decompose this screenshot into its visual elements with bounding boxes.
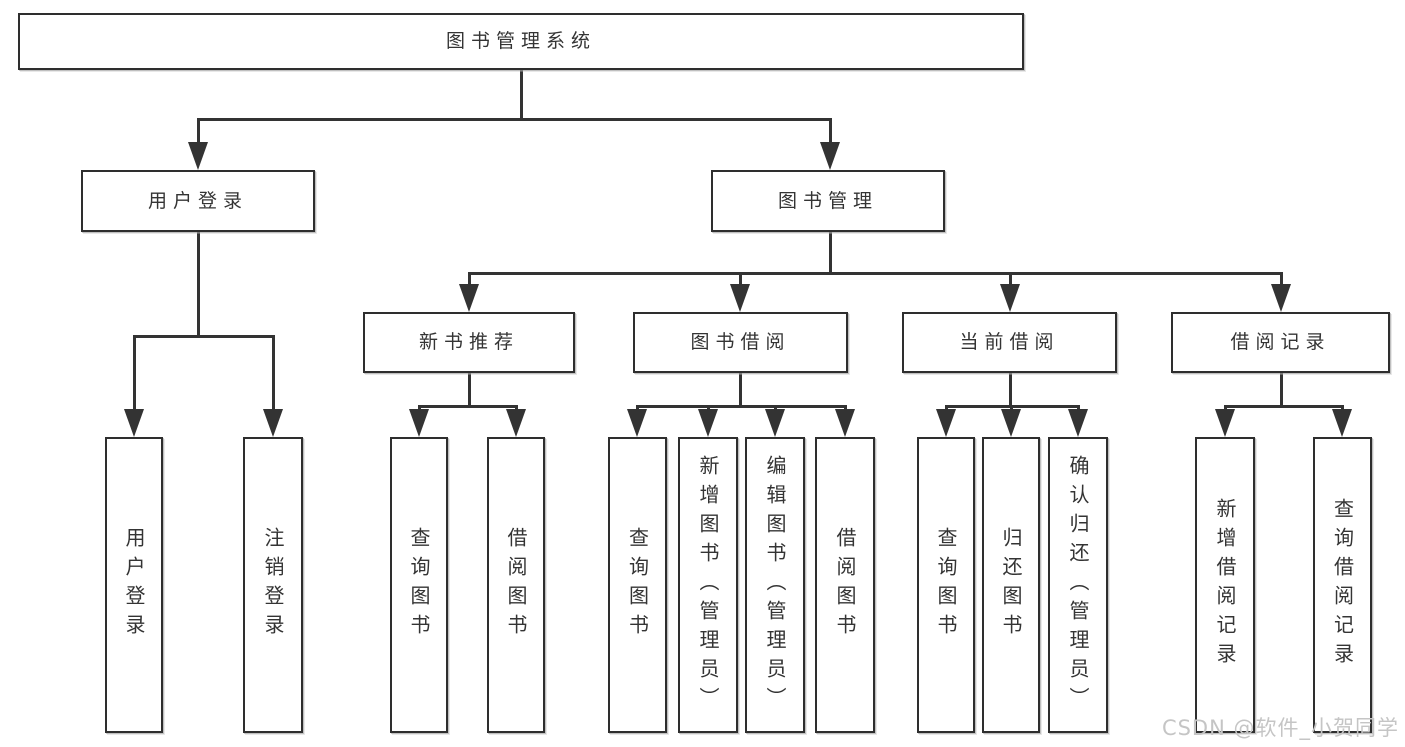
connector-line: [271, 335, 275, 413]
connector-line: [1008, 373, 1012, 408]
connector-line: [828, 118, 832, 146]
node-label-query-books-recommend: 查询图书: [407, 527, 431, 643]
arrowhead-down-icon: [1068, 409, 1088, 437]
node-user-login-leaf: 用户登录: [105, 437, 163, 733]
connector-line: [196, 118, 832, 121]
connector-line: [196, 118, 200, 146]
node-query-borrow-record: 查询借阅记录: [1313, 437, 1372, 733]
node-label-borrow-books-recommend: 借阅图书: [504, 527, 528, 643]
arrowhead-down-icon: [820, 142, 840, 170]
node-query-books-current: 查询图书: [917, 437, 975, 733]
arrowhead-down-icon: [188, 142, 208, 170]
arrowhead-down-icon: [698, 409, 718, 437]
node-label-user-login-group: 用户登录: [147, 189, 248, 212]
node-label-current-borrowing: 当前借阅: [959, 331, 1060, 353]
arrowhead-down-icon: [263, 409, 283, 437]
node-label-new-book-recommend: 新书推荐: [418, 331, 519, 353]
node-add-borrow-record: 新增借阅记录: [1195, 437, 1255, 733]
node-book-borrowing: 图书借阅: [633, 312, 848, 373]
connector-line: [467, 373, 471, 408]
arrowhead-down-icon: [124, 409, 144, 437]
arrowhead-down-icon: [1271, 284, 1291, 312]
node-book-management: 图书管理: [711, 170, 945, 232]
node-user-login-group: 用户登录: [81, 170, 315, 232]
arrowhead-down-icon: [459, 284, 479, 312]
connector-line: [738, 373, 742, 408]
connector-line: [635, 405, 847, 408]
node-label-book-borrowing: 图书借阅: [690, 331, 791, 353]
node-add-book-admin: 新增图书（管理员）: [678, 437, 738, 733]
node-label-book-management: 图书管理: [777, 189, 878, 212]
arrowhead-down-icon: [409, 409, 429, 437]
arrowhead-down-icon: [936, 409, 956, 437]
node-label-query-books-current: 查询图书: [934, 527, 958, 643]
connector-line: [1279, 373, 1283, 408]
node-label-logout: 注销登录: [261, 527, 285, 643]
node-label-edit-book-admin: 编辑图书（管理员）: [763, 454, 787, 716]
arrowhead-down-icon: [730, 284, 750, 312]
arrowhead-down-icon: [1332, 409, 1352, 437]
connector-line: [417, 405, 518, 408]
node-new-book-recommend: 新书推荐: [363, 312, 575, 373]
connector-line: [828, 232, 832, 275]
arrowhead-down-icon: [1215, 409, 1235, 437]
node-query-books-recommend: 查询图书: [390, 437, 448, 733]
node-current-borrowing: 当前借阅: [902, 312, 1117, 373]
node-label-borrowing-records: 借阅记录: [1230, 331, 1331, 353]
node-logout: 注销登录: [243, 437, 303, 733]
arrowhead-down-icon: [506, 409, 526, 437]
arrowhead-down-icon: [1001, 409, 1021, 437]
arrowhead-down-icon: [765, 409, 785, 437]
connector-line: [519, 70, 523, 121]
node-edit-book-admin: 编辑图书（管理员）: [745, 437, 805, 733]
node-return-books: 归还图书: [982, 437, 1040, 733]
node-label-confirm-return-admin: 确认归还（管理员）: [1066, 454, 1090, 716]
node-label-return-books: 归还图书: [999, 527, 1023, 643]
arrowhead-down-icon: [1000, 284, 1020, 312]
connector-line: [1279, 272, 1283, 288]
connector-line: [196, 232, 200, 338]
node-confirm-return-admin: 确认归还（管理员）: [1048, 437, 1108, 733]
node-label-borrow-books-leaf: 借阅图书: [833, 527, 857, 643]
connector-line: [467, 272, 1283, 275]
node-borrow-books-recommend: 借阅图书: [487, 437, 545, 733]
connector-line: [1008, 272, 1012, 288]
node-label-query-books-borrow: 查询图书: [625, 527, 650, 643]
connector-line: [1223, 405, 1344, 408]
node-label-query-borrow-record: 查询借阅记录: [1330, 498, 1355, 672]
node-query-books-borrow: 查询图书: [608, 437, 667, 733]
connector-line: [132, 335, 275, 338]
connector-line: [738, 272, 742, 288]
node-label-add-borrow-record: 新增借阅记录: [1213, 498, 1237, 672]
node-root: 图书管理系统: [18, 13, 1024, 70]
csdn-watermark: CSDN @软件_小贺同学: [1161, 716, 1399, 740]
connector-line: [467, 272, 471, 288]
arrowhead-down-icon: [835, 409, 855, 437]
connector-line: [132, 335, 136, 413]
arrowhead-down-icon: [627, 409, 647, 437]
node-borrowing-records: 借阅记录: [1171, 312, 1390, 373]
node-label-add-book-admin: 新增图书（管理员）: [696, 454, 720, 716]
node-label-root: 图书管理系统: [445, 30, 596, 52]
node-label-user-login-leaf: 用户登录: [122, 527, 146, 643]
node-borrow-books-leaf: 借阅图书: [815, 437, 875, 733]
